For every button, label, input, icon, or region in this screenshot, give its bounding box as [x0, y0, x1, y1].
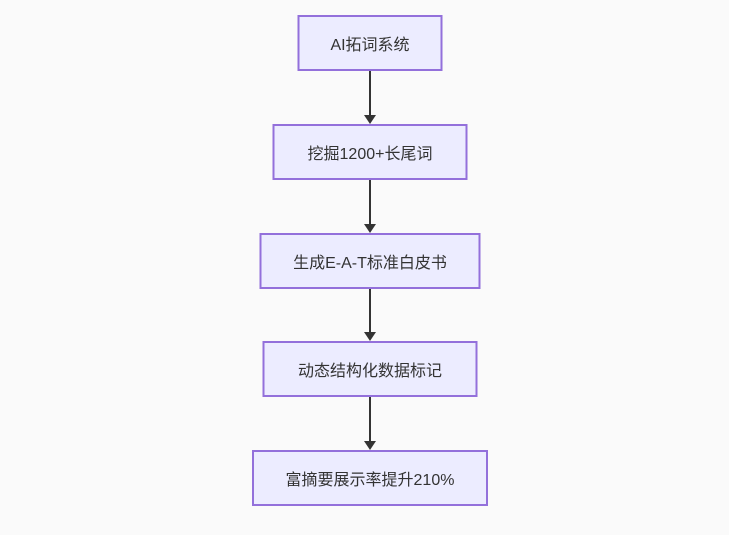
node-label: AI拓词系统: [330, 37, 410, 54]
flowchart-node-longtail-keywords: 挖掘1200+长尾词: [272, 124, 468, 180]
flowchart-edge: [364, 397, 376, 450]
arrow-line: [369, 71, 371, 116]
node-label: 挖掘1200+长尾词: [307, 146, 433, 163]
flowchart-node-structured-data: 动态结构化数据标记: [262, 341, 478, 397]
flowchart-edge: [364, 71, 376, 124]
flowchart-node-ai-system: AI拓词系统: [297, 15, 443, 71]
flowchart-node-rich-snippet-result: 富摘要展示率提升210%: [252, 450, 488, 506]
arrow-line: [369, 289, 371, 333]
arrow-down-icon: [364, 441, 376, 450]
flowchart-edge: [364, 289, 376, 341]
node-label: 动态结构化数据标记: [297, 363, 442, 380]
arrow-line: [369, 180, 371, 225]
arrow-down-icon: [364, 224, 376, 233]
node-label: 生成E-A-T标准白皮书: [293, 255, 447, 272]
flowchart-node-eat-whitepaper: 生成E-A-T标准白皮书: [259, 233, 481, 289]
arrow-down-icon: [364, 115, 376, 124]
arrow-line: [369, 397, 371, 442]
arrow-down-icon: [364, 332, 376, 341]
node-label: 富摘要展示率提升210%: [285, 472, 455, 489]
flowchart-edge: [364, 180, 376, 233]
